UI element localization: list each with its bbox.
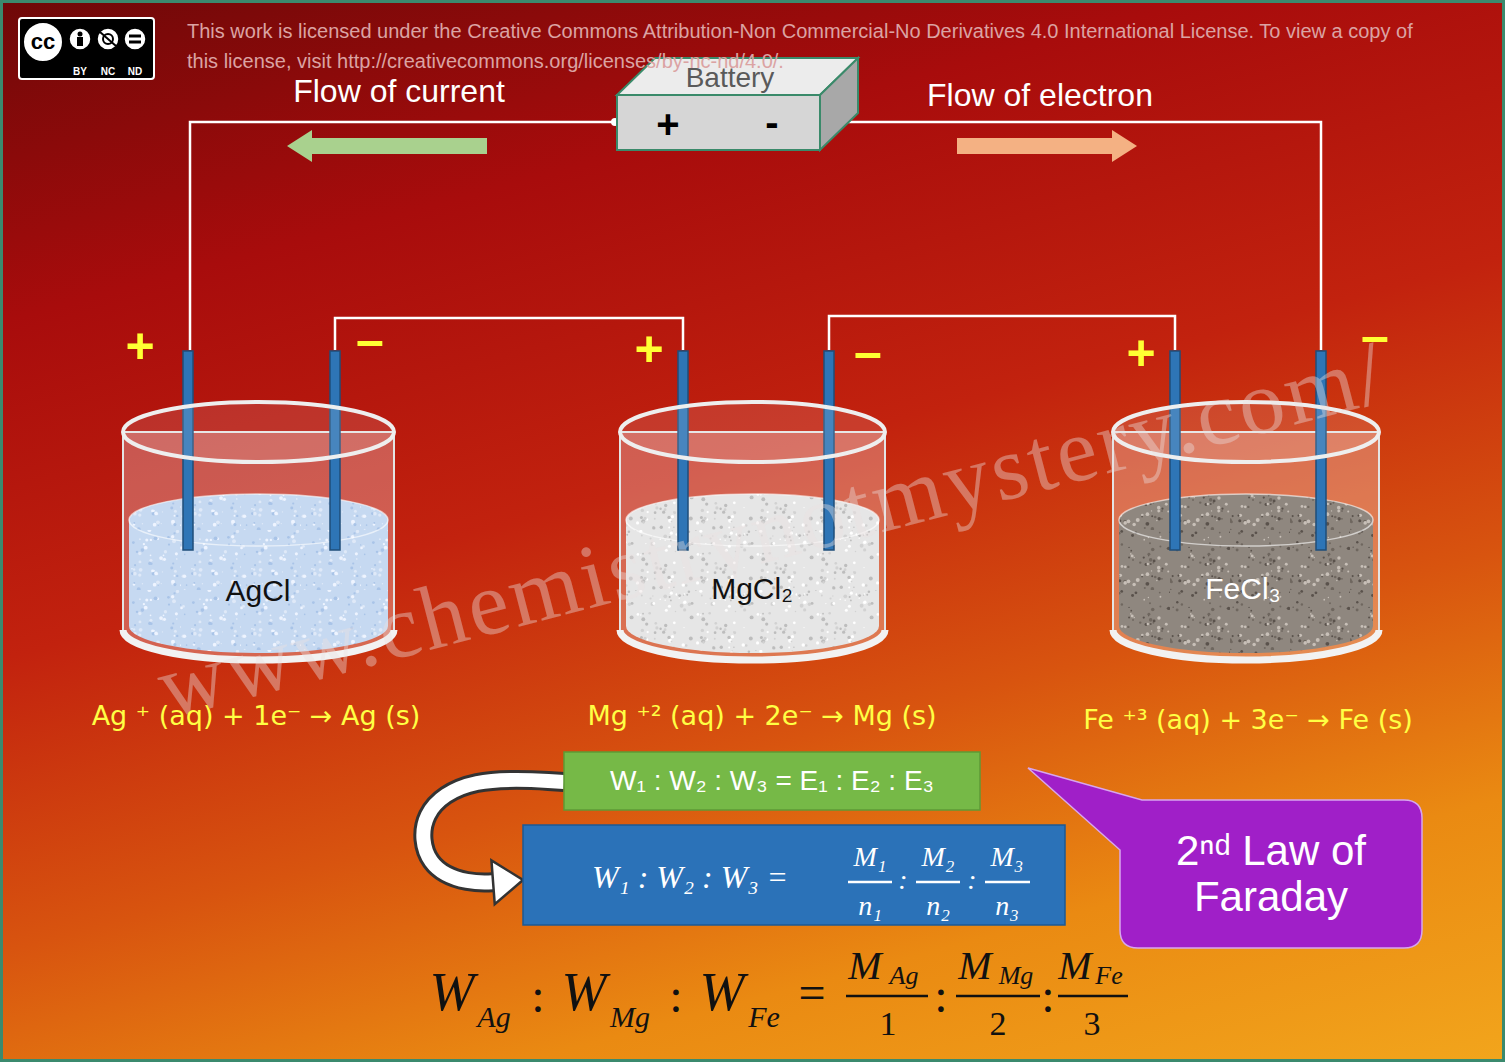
formula-part: :	[898, 865, 907, 896]
fraction-bar	[916, 881, 960, 884]
terminal-sign: -	[765, 100, 778, 144]
flow-arrow	[957, 130, 1137, 162]
formula-number: 3	[1084, 1005, 1101, 1042]
formula-operator: :	[1041, 970, 1054, 1023]
formula-part: M₂	[921, 842, 954, 873]
beaker-base	[1113, 630, 1379, 660]
formula-subscript: Mg	[999, 962, 1034, 991]
badge-code: NC	[101, 66, 115, 77]
license-icon	[124, 28, 146, 50]
formula-symbol: M	[958, 944, 991, 988]
electrolyte-surface	[1119, 494, 1373, 546]
circuit-wire	[335, 318, 683, 350]
ratio-box: W₁ : W₂ : W₃ = E₁ : E₂ : E₃	[564, 752, 980, 810]
box-fill	[564, 752, 980, 810]
formula-part: n₁	[858, 891, 882, 922]
ratio-formula: W₁ : W₂ : W₃ = E₁ : E₂ : E₃	[610, 766, 934, 797]
formula-symbol: W	[430, 963, 475, 1022]
formula-operator: :	[531, 970, 544, 1023]
formula-subscript: Fe	[1095, 962, 1122, 991]
current-label: Flow of current	[293, 74, 505, 109]
circuit-wire	[820, 122, 1321, 350]
fraction-bar	[1058, 995, 1128, 998]
formula-part: n₃	[995, 891, 1019, 922]
formula-symbol: M	[848, 944, 881, 988]
formula-subscript: Ag	[890, 962, 919, 991]
badge-code: ND	[128, 66, 142, 77]
formula-box: W₁ : W₂ : W₃ = M₁ n₁: M₂ n₂: M₃ n₃	[523, 825, 1065, 925]
anode-sign: +	[125, 319, 154, 374]
beaker-base	[620, 630, 885, 660]
battery-front	[617, 95, 820, 150]
person-icon	[78, 32, 83, 37]
badge-frame	[19, 18, 154, 79]
flow-arrow	[287, 130, 487, 162]
wire-path	[190, 122, 617, 350]
nd-icon	[129, 35, 141, 38]
fraction-bar	[985, 881, 1030, 884]
formula-part: W₁ : W₂ : W₃ =	[592, 860, 788, 895]
electrolyte-name: AgCl	[225, 574, 290, 607]
arrow-head	[491, 860, 523, 904]
fraction-bar	[846, 995, 928, 998]
cathode-sign: –	[854, 325, 882, 380]
formula-symbol: W	[562, 963, 607, 1022]
electron-label: Flow of electron	[927, 78, 1153, 113]
anode-sign: +	[1126, 326, 1155, 381]
beaker-rim	[123, 402, 394, 462]
formula-part: M₁	[853, 842, 886, 873]
nd-icon	[129, 41, 141, 44]
badge-code: BY	[73, 66, 87, 77]
electrolyte-name: MgCl₂	[711, 572, 793, 605]
formula-operator: =	[798, 967, 825, 1020]
electrolyte-surface	[129, 494, 388, 546]
formula-subscript: Mg	[610, 1000, 650, 1033]
law-callout: 2ⁿᵈ Law of Faraday	[1120, 800, 1422, 948]
formula-symbol: M	[1058, 944, 1091, 988]
beaker-rim	[620, 402, 885, 462]
terminal-sign: +	[656, 102, 679, 146]
half-reaction: Fe ⁺³ (aq) + 3e⁻ → Fe (s)	[1083, 705, 1413, 735]
callout-shape	[1028, 768, 1422, 948]
formula-part: n₂	[926, 891, 950, 922]
cc-circle	[23, 22, 63, 62]
half-reaction: Ag ⁺ (aq) + 1e⁻ → Ag (s)	[92, 701, 421, 731]
formula-part: :	[967, 865, 976, 896]
box-fill	[523, 825, 1065, 925]
license-icon	[69, 28, 91, 50]
battery-side	[820, 58, 858, 150]
formula-number: 2	[990, 1005, 1007, 1042]
fraction-bar	[956, 995, 1040, 998]
wire-path	[335, 318, 683, 350]
wire-path	[820, 122, 1321, 350]
badge-mark: cc	[31, 30, 55, 54]
nc-icon	[100, 32, 116, 46]
half-reaction: Mg ⁺² (aq) + 2e⁻ → Mg (s)	[587, 701, 936, 731]
license-icon	[97, 28, 119, 50]
formula-symbol: W	[700, 963, 745, 1022]
formula-part: M₃	[990, 842, 1023, 873]
fraction-bar	[848, 881, 892, 884]
formula-number: 1	[880, 1005, 897, 1042]
circuit-wire	[190, 122, 617, 350]
license-badge: ccBY NC ND	[18, 17, 155, 80]
person-icon	[77, 37, 83, 46]
cathode-sign: –	[1361, 309, 1389, 364]
formula-subscript: Fe	[748, 1000, 780, 1033]
license-note: This work is licensed under the Creative…	[187, 16, 1427, 76]
formula-operator: :	[669, 970, 682, 1023]
formula-operator: :	[934, 970, 947, 1023]
electrolyte-name: FeCl₃	[1205, 572, 1281, 605]
formula-subscript: Ag	[477, 1000, 510, 1033]
anode-sign: +	[634, 322, 663, 377]
callout-text: 2ⁿᵈ Law of Faraday	[1136, 828, 1406, 920]
cathode-sign: –	[356, 313, 384, 368]
